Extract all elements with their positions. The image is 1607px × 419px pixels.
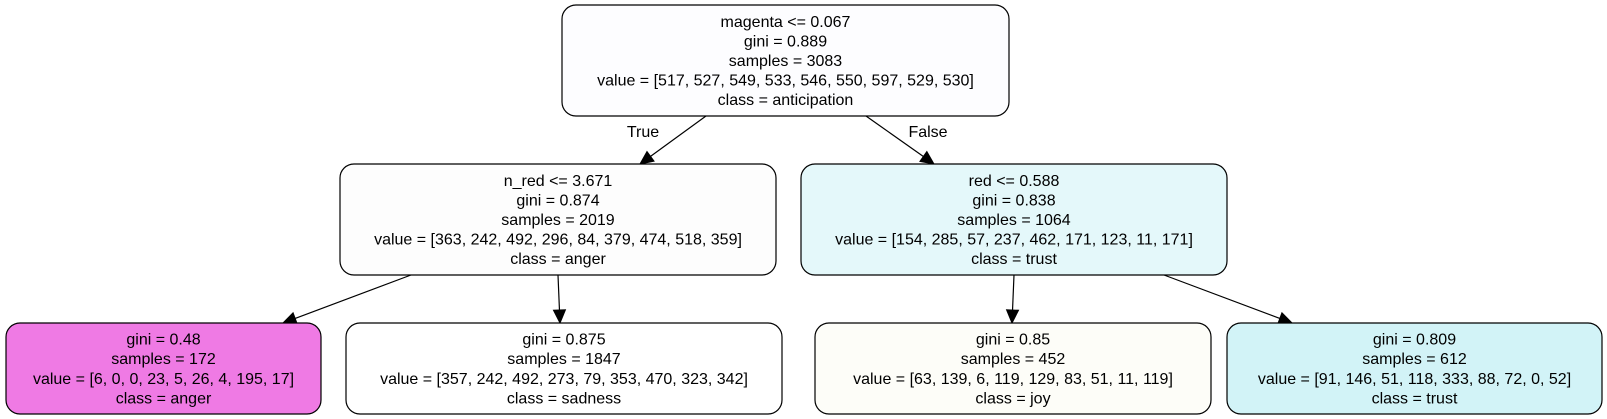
node-line: gini = 0.48	[126, 332, 200, 349]
node-box	[345, 322, 783, 415]
arrowhead-icon	[1276, 311, 1294, 325]
arrowhead-icon	[919, 150, 935, 165]
edge-right-to-right-left	[1005, 274, 1020, 325]
tree-node-root: magenta <= 0.067 gini = 0.889 samples = 30…	[561, 4, 1010, 117]
node-line: class = trust	[1372, 390, 1458, 407]
edge-root-to-right: False	[865, 115, 948, 165]
node-line: gini = 0.809	[1373, 332, 1456, 349]
node-line: gini = 0.874	[516, 192, 599, 209]
node-line: value = [357, 242, 492, 273, 79, 353, 47…	[380, 371, 748, 388]
node-box	[339, 163, 777, 276]
node-line: class = joy	[975, 390, 1050, 407]
arrowhead-icon	[639, 150, 655, 165]
edge-line	[1163, 274, 1281, 319]
node-line: value = [91, 146, 51, 118, 333, 88, 72, …	[1258, 371, 1571, 388]
arrowhead-icon	[552, 309, 567, 325]
node-line: samples = 172	[111, 351, 216, 368]
edge-label: True	[627, 124, 659, 141]
node-line: value = [63, 139, 6, 119, 129, 83, 51, 1…	[853, 371, 1173, 388]
edge-line	[1011, 274, 1015, 311]
node-line: n_red <= 3.671	[504, 173, 613, 190]
node-line: samples = 452	[961, 351, 1066, 368]
node-line: samples = 2019	[501, 212, 615, 229]
edge-line	[294, 274, 412, 319]
edge-label: False	[908, 124, 947, 141]
edge-root-to-left: True	[627, 115, 707, 165]
node-line: red <= 0.588	[969, 173, 1060, 190]
node-line: value = [517, 527, 549, 533, 546, 550, 5…	[597, 73, 974, 90]
node-box	[561, 4, 1010, 117]
node-line: gini = 0.838	[972, 192, 1055, 209]
node-line: magenta <= 0.067	[721, 14, 851, 31]
node-box	[814, 322, 1212, 415]
tree-node-left-right: gini = 0.875 samples = 1847 value = [357, …	[345, 322, 783, 415]
node-line: class = anticipation	[718, 92, 854, 109]
node-line: value = [154, 285, 57, 237, 462, 171, 12…	[835, 232, 1193, 249]
node-line: samples = 1064	[957, 212, 1071, 229]
node-box	[1226, 322, 1603, 415]
tree-node-right: red <= 0.588 gini = 0.838 samples = 1064 va…	[800, 163, 1228, 276]
tree-node-right-left: gini = 0.85 samples = 452 value = [63, 139…	[814, 322, 1212, 415]
node-box	[5, 322, 322, 415]
node-line: gini = 0.85	[976, 332, 1050, 349]
edge-line	[557, 274, 561, 311]
node-line: samples = 612	[1362, 351, 1467, 368]
edge-line	[865, 115, 924, 157]
edge-left-to-left-right	[552, 274, 567, 325]
node-line: samples = 3083	[729, 53, 843, 70]
node-line: gini = 0.889	[744, 33, 827, 50]
arrowhead-icon	[281, 311, 299, 325]
node-line: value = [363, 242, 492, 296, 84, 379, 47…	[374, 232, 742, 249]
edge-line	[650, 115, 707, 157]
node-box	[800, 163, 1228, 276]
node-line: gini = 0.875	[522, 332, 605, 349]
node-line: class = anger	[510, 251, 606, 268]
node-line: class = sadness	[507, 390, 621, 407]
tree-node-right-right: gini = 0.809 samples = 612 value = [91, 14…	[1226, 322, 1603, 415]
node-line: samples = 1847	[507, 351, 621, 368]
edge-left-to-left-left	[281, 274, 412, 325]
tree-node-left: n_red <= 3.671 gini = 0.874 samples = 2019…	[339, 163, 777, 276]
node-line: value = [6, 0, 0, 23, 5, 26, 4, 195, 17]	[33, 371, 294, 388]
node-line: class = trust	[971, 251, 1057, 268]
edge-right-to-right-right	[1163, 274, 1294, 325]
node-line: class = anger	[116, 390, 212, 407]
arrowhead-icon	[1005, 309, 1020, 325]
tree-node-left-left: gini = 0.48 samples = 172 value = [6, 0, 0…	[5, 322, 322, 415]
